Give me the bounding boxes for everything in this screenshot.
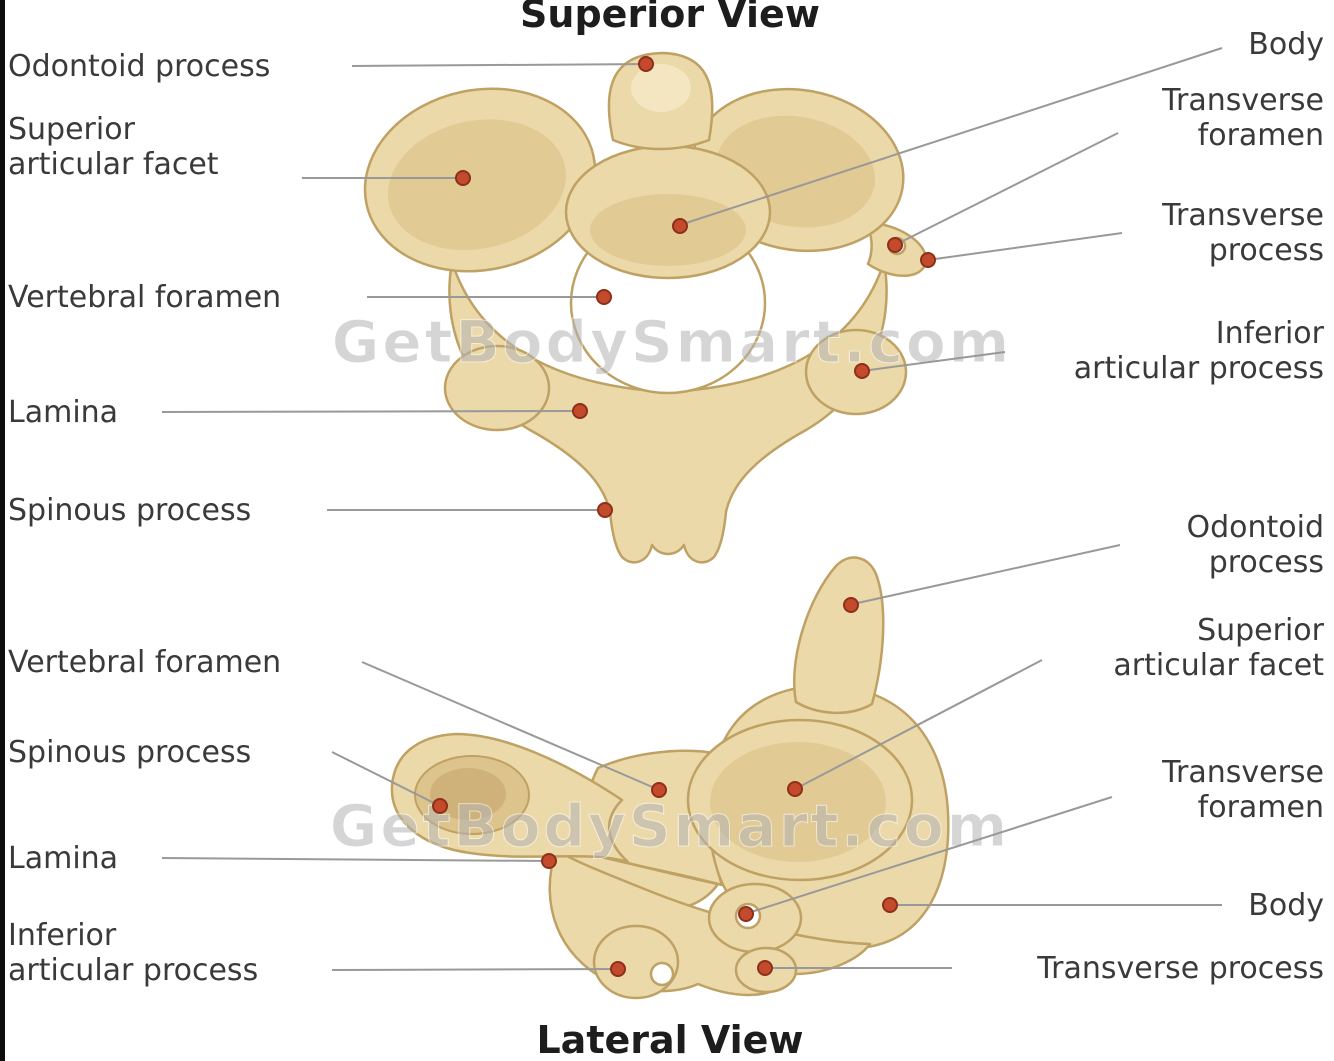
leader-lines xyxy=(161,47,1223,971)
label-superior-inferior-articular-process: Inferior articular process xyxy=(1073,316,1324,386)
marker-lateral-inferior-articular-process xyxy=(610,961,626,977)
leader-superior-transverse-foramen xyxy=(896,132,1119,245)
leader-superior-transverse-process xyxy=(927,232,1123,261)
marker-lateral-superior-articular-facet xyxy=(787,781,803,797)
label-superior-transverse-foramen: Transverse foramen xyxy=(1162,83,1324,153)
inferior-articular-process-left xyxy=(443,344,551,432)
leader-superior-body xyxy=(682,47,1223,225)
marker-lateral-body xyxy=(882,897,898,913)
leader-lateral-sup-articular-facet xyxy=(796,659,1043,789)
superior-articular-facet-left-surface xyxy=(387,119,566,251)
superior-view-title: Superior View xyxy=(520,0,820,36)
leader-lateral-vertebral-foramen xyxy=(361,661,658,790)
marker-superior-articular-facet xyxy=(455,170,471,186)
marker-lateral-spinous-process xyxy=(432,798,448,814)
lateral-view-title: Lateral View xyxy=(536,1018,804,1061)
spinous-notch-inner xyxy=(430,768,506,820)
marker-superior-odontoid-process xyxy=(638,56,654,72)
marker-superior-transverse-foramen xyxy=(887,237,903,253)
marker-superior-vertebral-foramen xyxy=(596,289,612,305)
marker-lateral-lamina xyxy=(541,853,557,869)
label-lateral-inferior-articular-process: Inferior articular process xyxy=(8,918,259,988)
label-superior-lamina: Lamina xyxy=(8,395,119,430)
marker-superior-inferior-articular-process xyxy=(854,363,870,379)
watermark-superior: GetBodySmart.com xyxy=(332,308,1012,376)
vertebral-arch xyxy=(448,260,888,564)
odontoid-process-lateral-shape xyxy=(792,556,885,715)
label-superior-body: Body xyxy=(1248,27,1324,62)
label-lateral-superior-articular-facet: Superior articular facet xyxy=(1113,613,1324,683)
superior-articular-facet-lateral-surface xyxy=(710,742,886,862)
leader-superior-inf-articular-process xyxy=(861,351,1006,372)
label-lateral-transverse-process: Transverse process xyxy=(1037,951,1324,986)
marker-superior-spinous-process xyxy=(597,502,613,518)
odontoid-highlight xyxy=(631,64,691,112)
marker-lateral-transverse-foramen xyxy=(738,906,754,922)
label-lateral-odontoid-process: Odontoid process xyxy=(1186,510,1324,580)
inferior-facet-curl xyxy=(649,961,675,987)
label-lateral-lamina: Lamina xyxy=(8,841,119,876)
leader-lateral-lamina xyxy=(161,857,550,862)
markers xyxy=(432,56,936,977)
lateral-view-bone xyxy=(390,556,950,1000)
label-superior-transverse-process: Transverse process xyxy=(1162,198,1324,268)
leader-lateral-inf-articular-process xyxy=(331,968,617,971)
label-lateral-body: Body xyxy=(1248,888,1324,923)
leader-lateral-odontoid xyxy=(852,544,1121,605)
marker-superior-transverse-process xyxy=(920,252,936,268)
label-lateral-transverse-foramen: Transverse foramen xyxy=(1162,755,1324,825)
left-edge-artifact xyxy=(0,0,5,1061)
marker-lateral-transverse-process xyxy=(757,960,773,976)
inferior-articular-process-lateral-shape xyxy=(592,924,680,1000)
marker-superior-lamina xyxy=(572,403,588,419)
label-superior-articular-facet: Superior articular facet xyxy=(8,112,219,182)
leader-lateral-transverse-foramen xyxy=(747,796,1113,914)
label-superior-vertebral-foramen: Vertebral foramen xyxy=(8,280,282,315)
leader-superior-odontoid xyxy=(351,63,647,67)
label-superior-odontoid-process: Odontoid process xyxy=(8,49,271,84)
marker-lateral-odontoid-process xyxy=(843,597,859,613)
label-lateral-spinous-process: Spinous process xyxy=(8,735,252,770)
label-lateral-vertebral-foramen: Vertebral foramen xyxy=(8,645,282,680)
leader-superior-lamina xyxy=(161,410,581,413)
label-superior-spinous-process: Spinous process xyxy=(8,493,252,528)
leader-lateral-spinous xyxy=(331,751,441,807)
marker-superior-body xyxy=(672,218,688,234)
vertebral-body-shading xyxy=(590,194,746,266)
marker-lateral-vertebral-foramen xyxy=(651,782,667,798)
